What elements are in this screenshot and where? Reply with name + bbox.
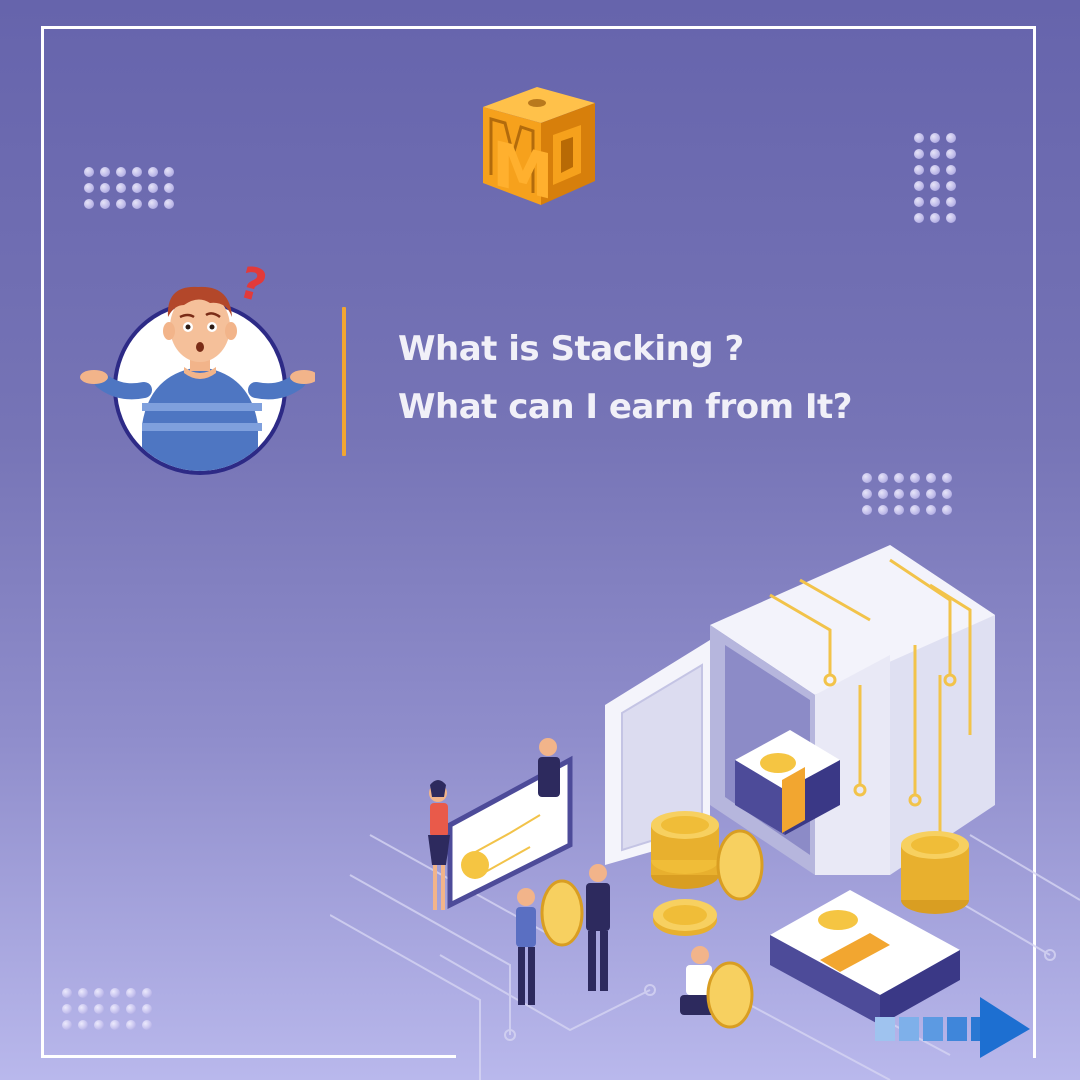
- md-cube-logo-icon: M: [483, 87, 595, 210]
- dot-grid-top-left: [84, 167, 174, 209]
- open-safe-icon: [605, 545, 995, 875]
- headline-line-1: What is Stacking ?: [398, 329, 744, 369]
- dot-grid-mid-right: [862, 473, 952, 515]
- logo-letter-m: M: [492, 127, 554, 210]
- confused-man-icon: ?: [80, 257, 315, 475]
- crypto-vault-coins-illustration: [330, 545, 1080, 1080]
- people-icon: [428, 738, 754, 1029]
- question-mark-icon: ?: [234, 257, 272, 313]
- next-arrow-icon: [875, 997, 1030, 1058]
- white-frame-bottom: [41, 1055, 456, 1058]
- dot-grid-top-right: [914, 133, 956, 223]
- accent-divider: [342, 307, 346, 456]
- money-stack-icon: [735, 730, 840, 835]
- headline-line-2: What can I earn from It?: [398, 387, 853, 427]
- coin-stack-icon: [651, 811, 969, 1025]
- dot-grid-bottom-left: [62, 988, 152, 1030]
- headline: What is Stacking ? What can I earn from …: [398, 320, 998, 436]
